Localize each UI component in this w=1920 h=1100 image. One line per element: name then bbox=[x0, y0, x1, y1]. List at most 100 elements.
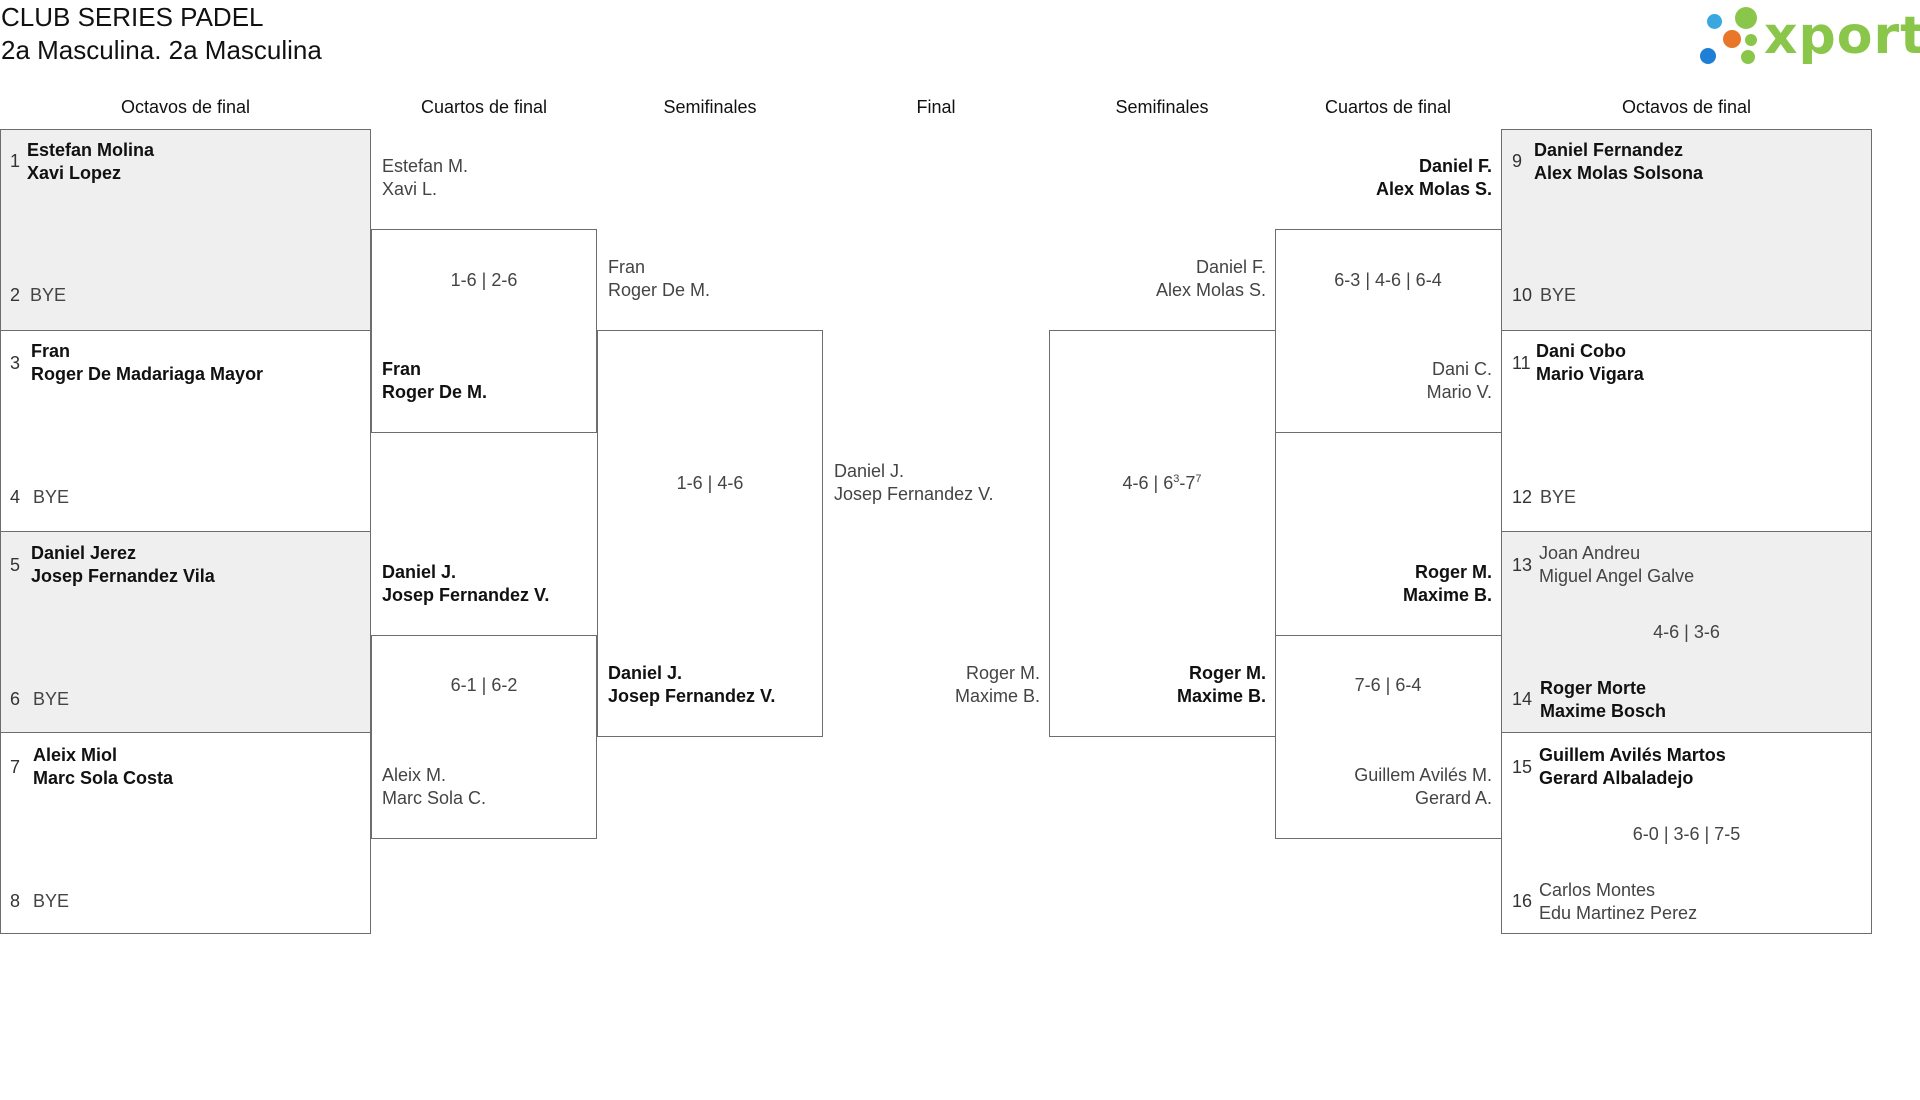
column-header-sf-right: Semifinales bbox=[1115, 97, 1209, 117]
team-name: Estefan Molina bbox=[27, 140, 155, 160]
team-name: Maxime B. bbox=[1402, 585, 1492, 605]
finalist-name: Roger M. bbox=[965, 663, 1040, 683]
team-name: Joan Andreu bbox=[1539, 543, 1641, 563]
seed-number: 10 bbox=[1512, 285, 1533, 305]
match-r16-right-1[interactable] bbox=[1501, 129, 1872, 331]
team-name: BYE bbox=[33, 689, 70, 709]
column-header-sf-left: Semifinales bbox=[663, 97, 757, 117]
match-score: 6-3 | 4-6 | 6-4 bbox=[1334, 270, 1442, 290]
seed-number: 6 bbox=[10, 689, 21, 709]
team-name: Alex Molas Solsona bbox=[1534, 163, 1704, 183]
seed-number: 2 bbox=[10, 285, 21, 305]
match-qf-right-1[interactable] bbox=[1275, 229, 1502, 433]
logo-dot bbox=[1700, 48, 1716, 64]
team-name: Fran bbox=[31, 341, 71, 361]
team-name: Daniel J. bbox=[382, 562, 457, 582]
team-name: Edu Martinez Perez bbox=[1539, 903, 1698, 923]
team-name: Carlos Montes bbox=[1539, 880, 1656, 900]
team-name: Roger De Madariaga Mayor bbox=[31, 364, 264, 384]
match-qf-left-1[interactable] bbox=[371, 229, 597, 433]
team-name: Daniel Fernandez bbox=[1534, 140, 1684, 160]
team-name: BYE bbox=[1540, 285, 1577, 305]
team-name: Roger M. bbox=[1188, 663, 1266, 683]
team-name: Alex Molas S. bbox=[1375, 179, 1492, 199]
score-sets: 4-6 | 6 bbox=[1122, 473, 1174, 493]
team-name: Gerard A. bbox=[1414, 788, 1492, 808]
match-score: 4-6 | 63-77 bbox=[1049, 472, 1275, 495]
match-score: 7-6 | 6-4 bbox=[1354, 675, 1422, 695]
seed-number: 14 bbox=[1512, 689, 1533, 709]
team-name: Josep Fernandez V. bbox=[608, 686, 776, 706]
team-name: Daniel J. bbox=[608, 663, 683, 683]
team-name: Mario Vigara bbox=[1536, 364, 1644, 384]
column-header-final: Final bbox=[916, 97, 956, 117]
seed-number: 1 bbox=[10, 151, 21, 171]
seed-number: 3 bbox=[10, 353, 21, 373]
match-score: 6-0 | 3-6 | 7-5 bbox=[1632, 824, 1741, 844]
match-r16-left-3[interactable] bbox=[0, 531, 371, 733]
team-name: Guillem Avilés M. bbox=[1354, 765, 1492, 785]
team-name: Roger De M. bbox=[382, 382, 488, 402]
seed-number: 9 bbox=[1512, 151, 1523, 171]
team-name: Aleix Miol bbox=[33, 745, 118, 765]
xporty-logo bbox=[1695, 4, 1920, 66]
team-name: Miguel Angel Galve bbox=[1539, 566, 1695, 586]
match-sf-left[interactable] bbox=[597, 330, 823, 737]
team-name: Fran bbox=[608, 257, 646, 277]
team-name: Estefan M. bbox=[382, 156, 469, 176]
team-name: Gerard Albaladejo bbox=[1539, 768, 1694, 788]
team-name: Roger De M. bbox=[608, 280, 711, 300]
team-name: Daniel F. bbox=[1195, 257, 1266, 277]
logo-text: xporty bbox=[1764, 6, 1920, 66]
team-name: BYE bbox=[30, 285, 67, 305]
tiebreak-score: 3 bbox=[1173, 473, 1180, 485]
team-name: Dani C. bbox=[1431, 359, 1492, 379]
match-r16-left-2[interactable] bbox=[0, 330, 371, 532]
match-r16-left-4[interactable] bbox=[0, 732, 371, 934]
column-header-qf-right: Cuartos de final bbox=[1324, 97, 1452, 117]
team-name: Roger Morte bbox=[1540, 678, 1647, 698]
score-sets: -7 bbox=[1179, 473, 1196, 493]
team-name: Daniel F. bbox=[1418, 156, 1492, 176]
team-name: Roger M. bbox=[1414, 562, 1492, 582]
team-name: Daniel Jerez bbox=[31, 543, 137, 563]
team-name: Maxime Bosch bbox=[1540, 701, 1667, 721]
match-sf-right[interactable] bbox=[1049, 330, 1276, 737]
match-r16-right-3[interactable] bbox=[1501, 531, 1872, 733]
logo-dot bbox=[1707, 14, 1722, 29]
team-name: Josep Fernandez V. bbox=[382, 585, 550, 605]
team-name: Josep Fernandez Vila bbox=[31, 566, 215, 586]
logo-dot bbox=[1745, 34, 1757, 46]
finalist-name: Maxime B. bbox=[954, 686, 1040, 706]
match-score: 1-6 | 2-6 bbox=[450, 270, 518, 290]
column-header-r16-right: Octavos de final bbox=[1621, 97, 1752, 117]
seed-number: 8 bbox=[10, 891, 21, 911]
match-qf-right-2[interactable] bbox=[1275, 635, 1502, 839]
team-name: BYE bbox=[33, 891, 70, 911]
team-name: BYE bbox=[1540, 487, 1577, 507]
seed-number: 4 bbox=[10, 487, 21, 507]
finalist-name: Josep Fernandez V. bbox=[834, 484, 994, 504]
seed-number: 12 bbox=[1512, 487, 1533, 507]
match-r16-right-2[interactable] bbox=[1501, 330, 1872, 532]
match-r16-right-4[interactable] bbox=[1501, 732, 1872, 934]
match-qf-left-2[interactable] bbox=[371, 635, 597, 839]
logo-dot bbox=[1723, 30, 1741, 48]
team-name: Maxime B. bbox=[1176, 686, 1266, 706]
finalist-name: Daniel J. bbox=[834, 461, 905, 481]
category-subtitle: 2a Masculina. 2a Masculina bbox=[1, 35, 322, 65]
team-name: Aleix M. bbox=[382, 765, 447, 785]
team-name: Mario V. bbox=[1426, 382, 1492, 402]
team-name: Alex Molas S. bbox=[1155, 280, 1266, 300]
seed-number: 11 bbox=[1512, 353, 1531, 373]
team-name: Marc Sola C. bbox=[382, 788, 487, 808]
team-name: Xavi L. bbox=[382, 179, 438, 199]
column-header-qf-left: Cuartos de final bbox=[420, 97, 548, 117]
seed-number: 16 bbox=[1512, 891, 1533, 911]
team-name: Fran bbox=[382, 359, 422, 379]
team-name: BYE bbox=[33, 487, 70, 507]
match-score: 6-1 | 6-2 bbox=[450, 675, 518, 695]
tiebreak-score: 7 bbox=[1195, 473, 1202, 485]
team-name: Dani Cobo bbox=[1536, 341, 1626, 361]
logo-dot bbox=[1741, 50, 1755, 64]
